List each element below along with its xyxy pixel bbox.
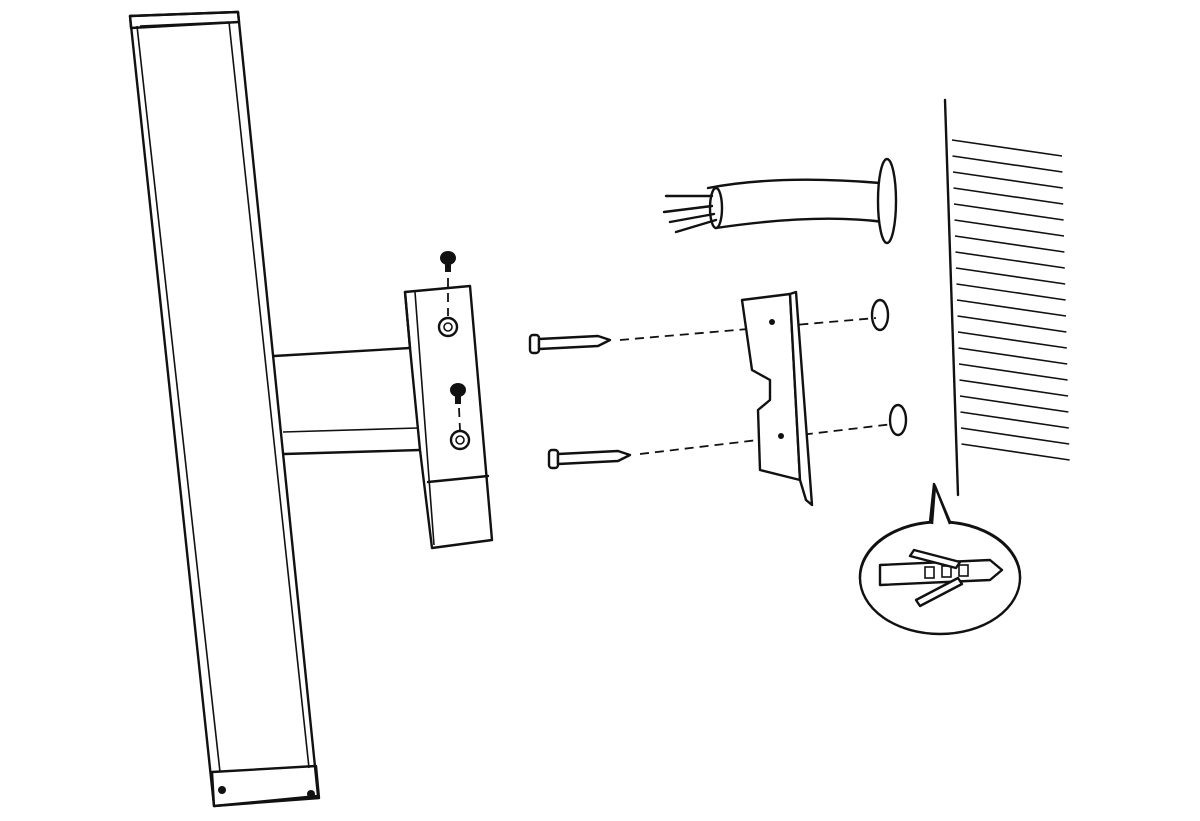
wall [943, 98, 1070, 497]
arm-block [403, 284, 494, 550]
wall-hatch-line [960, 411, 1069, 429]
wall-hatch-line [955, 267, 1066, 285]
wall-plug-callout [858, 482, 1022, 636]
wall-hole [870, 298, 890, 332]
light-bar [128, 10, 321, 808]
wall-plug-icon [878, 548, 1004, 608]
end-cap-screw [307, 790, 315, 798]
wall-hatch-line [959, 395, 1069, 413]
wall-hatch-line [957, 331, 1067, 349]
wall-screw [547, 423, 894, 470]
wall-hatch-line [958, 347, 1068, 365]
wall-hatch-line [960, 427, 1070, 445]
wall-hatch-line [952, 171, 1063, 189]
wall-hatch-line [959, 379, 1069, 397]
wall-hatch-line [958, 363, 1068, 381]
wall-hatch-line [951, 139, 1063, 157]
washer [449, 429, 471, 451]
wall-hatch-line [953, 187, 1064, 205]
cap-screw [450, 383, 466, 431]
end-cap-screw [218, 786, 226, 794]
wall-hatch-line [956, 283, 1066, 301]
wall-hatch-line [957, 315, 1067, 333]
wall-hole [888, 403, 908, 437]
wall-hatch-line [954, 235, 1065, 253]
wall-hatch-line [956, 299, 1067, 317]
washer [437, 316, 459, 338]
wall-hatch-line [953, 203, 1064, 221]
wall-hatch-line [961, 443, 1070, 461]
wall-hatch-line [954, 219, 1065, 237]
wall-bracket [740, 290, 814, 507]
cap-screw [440, 251, 456, 316]
wall-hatch-line [952, 155, 1063, 173]
power-cable [662, 157, 898, 245]
mounting-arm [272, 346, 422, 456]
wall-screw [528, 317, 877, 355]
wall-hatch-line [955, 251, 1065, 269]
